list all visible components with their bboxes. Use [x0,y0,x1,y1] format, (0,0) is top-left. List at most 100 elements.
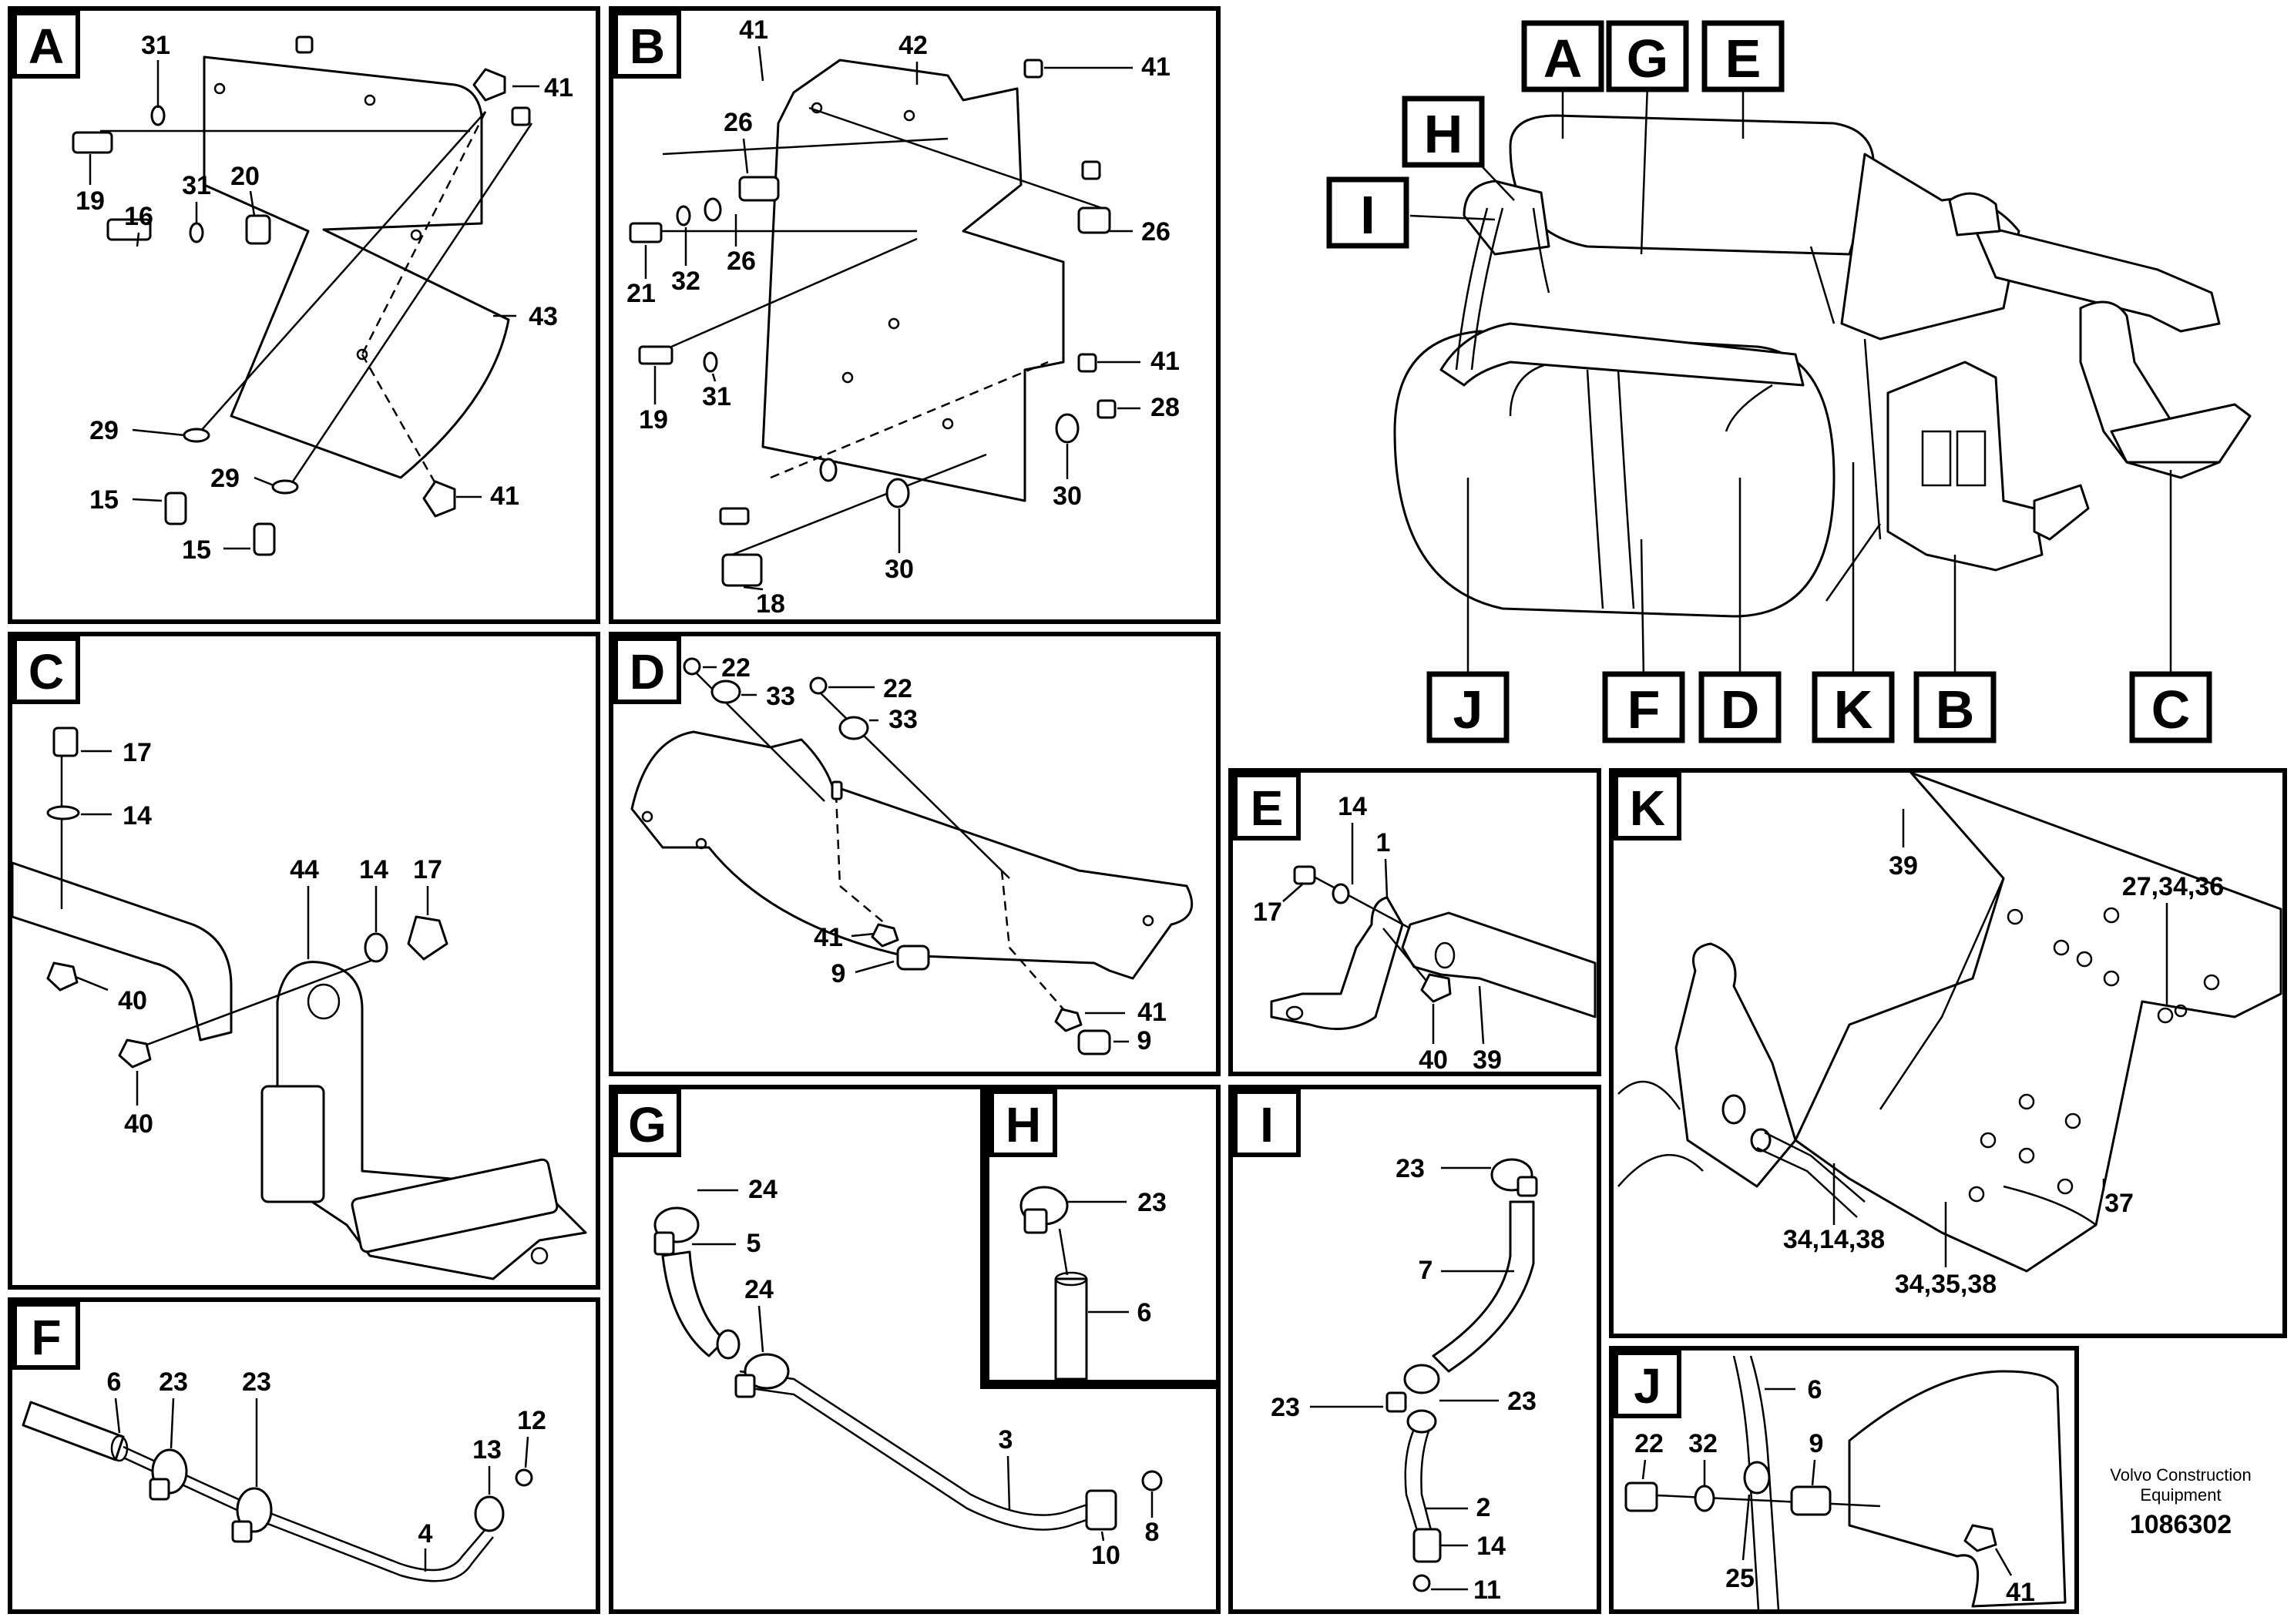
callout-30: 30 [1053,481,1082,511]
callout-11: 11 [1473,1575,1501,1605]
callout-40: 40 [118,986,147,1015]
callout-41: 41 [1141,52,1171,82]
mounting-plate-overview [1886,361,2044,572]
callout-43: 43 [529,302,558,331]
callout-31: 31 [702,382,731,411]
overview-tag-k: K [1834,679,1873,740]
callout-19: 19 [639,405,668,435]
callout-27-34-36: 27,34,36 [2122,872,2224,901]
panel-j: J 6 22 32 9 25 41 [1609,1346,2079,1614]
panel-d-tag: D [630,644,665,700]
callout-6: 6 [1137,1298,1152,1327]
callout-15: 15 [89,485,119,515]
callout-12: 12 [517,1406,546,1435]
callout-40: 40 [124,1109,153,1139]
callout-21: 21 [626,279,656,308]
callout-29: 29 [89,416,119,445]
callout-14: 14 [359,855,388,884]
callout-42: 42 [898,31,928,60]
dpf-canister [1393,330,1836,618]
callout-44: 44 [290,855,319,884]
shield-plate [1848,1370,2067,1608]
panel-c: C 17 14 44 14 17 40 40 [8,632,600,1290]
callout-41: 41 [490,481,519,511]
overview-tag-j: J [1453,679,1483,740]
callout-18: 18 [756,589,785,619]
callout-6: 6 [107,1367,122,1397]
panel-k-tag: K [1630,780,1665,836]
drawing-footer: Volvo Construction Equipment 1086302 [2110,1465,2251,1539]
overview-tag-c: C [2151,679,2191,740]
callout-9: 9 [831,959,846,988]
overview-tag-g: G [1627,29,1668,89]
callout-5: 5 [747,1229,761,1258]
company-name-line2: Equipment [2140,1485,2221,1505]
callout-41: 41 [544,73,573,102]
callout-29: 29 [210,464,240,493]
callout-2: 2 [1476,1493,1491,1522]
callout-34-35-38: 34,35,38 [1895,1270,1997,1299]
callout-32: 32 [1688,1429,1718,1458]
frame-member [1971,222,2221,333]
frame-rail [1794,771,2282,1273]
overview-tag-b: B [1936,679,1975,740]
callout-23: 23 [242,1367,271,1397]
callout-3: 3 [999,1425,1013,1455]
callout-25: 25 [1725,1564,1755,1593]
callout-41: 41 [814,923,843,952]
panel-g-tag: G [628,1097,667,1153]
panel-j-tag: J [1634,1358,1661,1414]
company-name-line1: Volvo Construction [2110,1465,2251,1485]
hose-6 [1054,1277,1088,1381]
frame-beam [11,861,233,1042]
callout-16: 16 [124,202,153,231]
panel-a: A 31 41 19 31 20 16 43 [8,6,600,624]
mounting-plate [761,59,1065,502]
callout-23: 23 [159,1367,188,1397]
callout-23: 23 [1396,1154,1425,1183]
overview-tag-d: D [1721,679,1760,740]
panel-f: F 6 23 23 12 13 4 [8,1297,600,1614]
panel-b-tag: B [630,18,665,74]
callout-31: 31 [141,31,170,60]
callout-14: 14 [123,801,152,830]
overview-tag-h: H [1424,104,1463,164]
callout-24: 24 [744,1275,774,1304]
callout-26: 26 [724,108,753,137]
callout-22: 22 [883,674,912,703]
aftertreatment-canister [1509,114,1875,256]
overview-assembly: A G E H I J F D K B C [1326,20,2252,743]
callout-15: 15 [182,535,211,565]
callout-7: 7 [1419,1256,1433,1285]
callout-22: 22 [721,653,751,683]
overview-tag-a: A [1543,29,1583,89]
panel-h-tag: H [1006,1097,1041,1153]
callout-26: 26 [1141,217,1171,247]
callout-17: 17 [413,855,442,884]
callout-23: 23 [1137,1188,1167,1217]
panel-d: D 22 33 22 33 41 9 41 9 [609,632,1221,1076]
panel-i: I 23 7 23 23 2 14 11 [1228,1085,1601,1614]
callout-33: 33 [766,682,795,711]
callout-30: 30 [885,555,914,584]
callout-17: 17 [1253,898,1282,927]
panel-k: K 39 27,34,36 37 34,14,38 34,35,38 [1609,768,2287,1338]
callout-31: 31 [182,171,211,200]
callout-1: 1 [1376,828,1391,857]
panel-f-tag: F [31,1310,61,1365]
overview-tag-f: F [1627,679,1661,740]
callout-4: 4 [418,1519,433,1549]
callout-41: 41 [739,15,768,45]
callout-9: 9 [1137,1026,1152,1055]
panel-b: B 41 42 41 26 26 [609,6,1221,624]
panel-i-tag: I [1260,1097,1274,1153]
callout-23: 23 [1271,1393,1300,1422]
callout-37: 37 [2104,1189,2134,1218]
mudguard-bracket [203,55,510,479]
panel-e: E 14 1 17 40 39 [1228,768,1601,1076]
panel-a-tag: A [29,18,64,74]
callout-41: 41 [2006,1578,2035,1607]
callout-34-14-38: 34,14,38 [1783,1225,1885,1254]
callout-14: 14 [1476,1532,1506,1561]
